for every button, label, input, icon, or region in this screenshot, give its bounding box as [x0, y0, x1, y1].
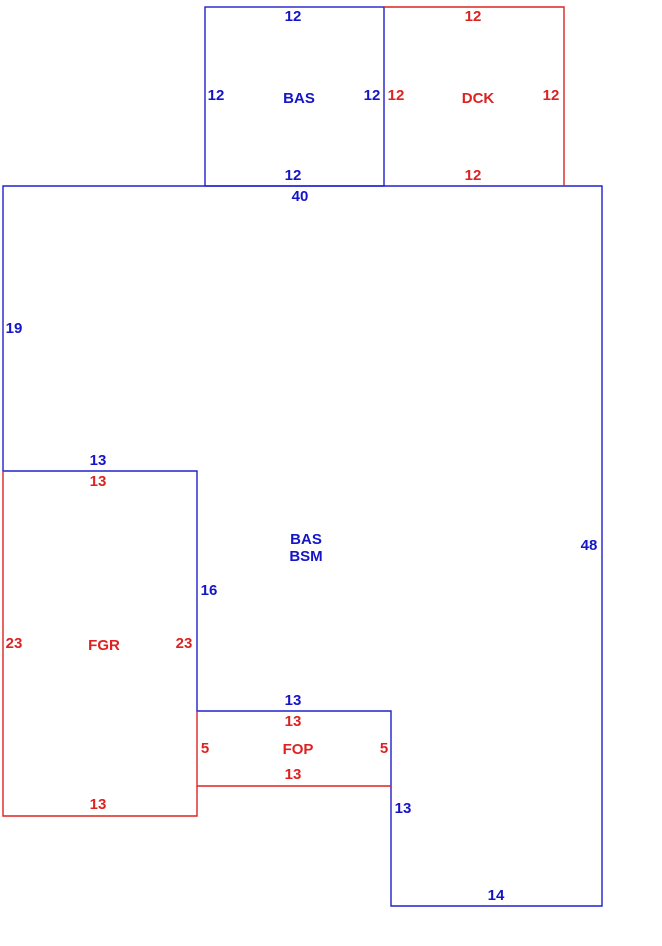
dim-fgr-bottom: 13 [90, 796, 107, 813]
dim-main-notch-side: 13 [395, 800, 412, 817]
fgr-outline [2, 471, 198, 817]
dim-dck-left: 12 [388, 87, 405, 104]
dck-outline [384, 6, 565, 186]
dim-main-right: 48 [581, 537, 598, 554]
dim-fgr-top: 13 [90, 473, 107, 490]
area-label-dck: DCK [462, 90, 495, 107]
dim-main-notch-top: 13 [285, 692, 302, 709]
dim-bas-top-right: 12 [364, 87, 381, 104]
dim-dck-top: 12 [465, 8, 482, 25]
area-label-main-line2: BSM [289, 548, 322, 565]
bas-top-outline [204, 6, 385, 187]
dim-bas-top-bottom: 12 [285, 167, 302, 184]
dim-fgr-right: 23 [176, 635, 193, 652]
dim-bas-top-left: 12 [208, 87, 225, 104]
dim-fop-top: 13 [285, 713, 302, 730]
main-bas-bsm-outline [2, 185, 603, 907]
dim-main-step-side: 16 [201, 582, 218, 599]
area-label-main-line1: BAS [290, 531, 322, 548]
dim-fgr-left: 23 [6, 635, 23, 652]
dim-fop-right: 5 [380, 740, 388, 757]
dim-main-step-top: 13 [90, 452, 107, 469]
dim-fop-left: 5 [201, 740, 209, 757]
dim-main-bottom: 14 [488, 887, 505, 904]
area-label-fgr: FGR [88, 637, 120, 654]
area-label-fop: FOP [283, 741, 314, 758]
dim-fop-bottom: 13 [285, 766, 302, 783]
dim-dck-bottom: 12 [465, 167, 482, 184]
dim-main-top: 40 [292, 188, 309, 205]
dim-dck-right: 12 [543, 87, 560, 104]
area-label-bas-top: BAS [283, 90, 315, 107]
dim-main-left: 19 [6, 320, 23, 337]
dim-bas-top-top: 12 [285, 8, 302, 25]
